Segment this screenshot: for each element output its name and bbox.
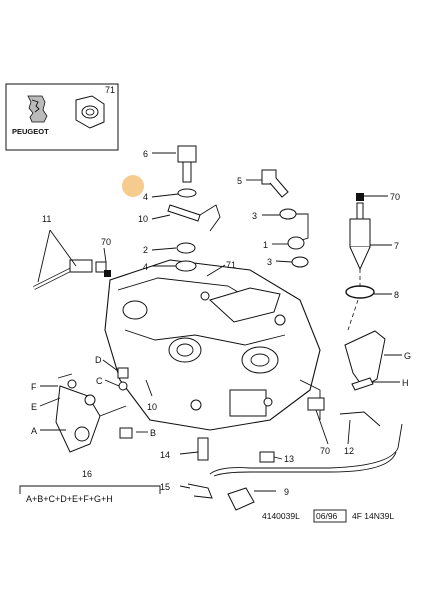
sensor-wire-9 xyxy=(187,397,403,511)
callout-16: 16 xyxy=(82,469,92,479)
callout-70a: 70 xyxy=(101,237,111,247)
highlight-circle xyxy=(122,175,144,197)
callout-13: 13 xyxy=(284,454,294,464)
screw-h xyxy=(351,377,374,391)
callout-7: 7 xyxy=(394,241,399,251)
peugeot-lion-logo xyxy=(27,95,48,123)
callout-10a: 10 xyxy=(138,214,148,224)
callout-b: B xyxy=(150,428,156,438)
glow-plug-7 xyxy=(349,193,371,271)
callout-a: A xyxy=(31,426,37,436)
footer-ref: 4140039L xyxy=(262,511,300,521)
washer-4 xyxy=(175,260,197,272)
footer-reference: 4140039L 06/96 4F 14N39L xyxy=(262,509,394,523)
callout-71: 71 xyxy=(226,260,236,270)
nut-icon xyxy=(75,95,105,129)
callout-3a: 3 xyxy=(252,211,257,221)
callout-5: 5 xyxy=(237,176,242,186)
callout-g: G xyxy=(404,351,411,361)
callout-e: E xyxy=(31,402,37,412)
callout-c: C xyxy=(96,376,103,386)
callout-3b: 3 xyxy=(267,257,272,267)
callout-12: 12 xyxy=(344,446,354,456)
callout-9: 9 xyxy=(284,487,289,497)
washer-2 xyxy=(176,242,196,254)
callout-6: 6 xyxy=(143,149,148,159)
bolt-6 xyxy=(177,145,197,198)
brand-name: PEUGEOT xyxy=(12,127,49,136)
callout-4b: 4 xyxy=(143,262,148,272)
footer-date: 06/96 xyxy=(316,511,338,521)
footer-date-box xyxy=(313,509,347,523)
callout-8: 8 xyxy=(394,290,399,300)
callout-2: 2 xyxy=(143,245,148,255)
lever-assembly xyxy=(55,367,133,453)
callout-10b: 10 xyxy=(147,402,157,412)
callout-f: F xyxy=(31,382,37,392)
pin-10 xyxy=(167,204,201,222)
callout-h: H xyxy=(402,378,409,388)
o-ring-8 xyxy=(345,285,375,299)
callout-d: D xyxy=(95,355,102,365)
bracket-g xyxy=(344,330,386,388)
linkage-11 xyxy=(33,259,111,290)
banjo-fitting xyxy=(279,208,309,268)
callout-70c: 70 xyxy=(320,446,330,456)
callout-70b: 70 xyxy=(390,192,400,202)
inset-label: 71 xyxy=(105,85,115,95)
footer-code: 4F 14N39L xyxy=(352,511,394,521)
callout-1: 1 xyxy=(263,240,268,250)
pump-body xyxy=(104,259,321,431)
brand-inset: PEUGEOT 71 xyxy=(5,83,119,151)
kit-formula: A+B+C+D+E+F+G+H xyxy=(26,494,113,504)
bolt-5 xyxy=(261,169,289,198)
callout-15: 15 xyxy=(160,482,170,492)
callout-4a: 4 xyxy=(143,192,148,202)
callout-labels: 6 4 10 2 4 11 70 71 5 3 1 3 70 7 8 G H D… xyxy=(31,149,411,497)
kit-bracket-16 xyxy=(19,485,161,494)
callout-14: 14 xyxy=(160,450,170,460)
callout-11: 11 xyxy=(42,214,51,224)
leader-lines xyxy=(39,152,402,492)
